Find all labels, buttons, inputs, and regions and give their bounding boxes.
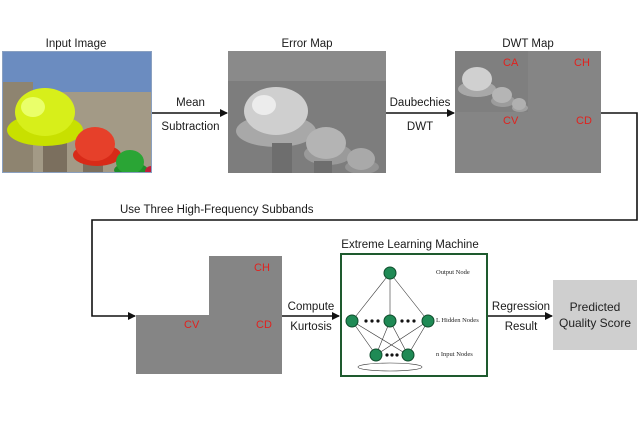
connector-high-frequency bbox=[91, 112, 638, 320]
elm-output-node-label: Output Node bbox=[436, 269, 470, 276]
predicted-quality-score-box: Predicted Quality Score bbox=[553, 280, 637, 350]
score-line-1: Predicted bbox=[569, 300, 621, 314]
hats-picture bbox=[3, 52, 151, 172]
result-label: Result bbox=[504, 321, 538, 333]
input-image-title: Input Image bbox=[45, 38, 107, 50]
kurtosis-label: Kurtosis bbox=[290, 321, 332, 333]
input-node-2 bbox=[401, 348, 415, 362]
output-node bbox=[383, 266, 397, 280]
error-map-image bbox=[228, 51, 386, 173]
regression-label: Regression bbox=[491, 301, 551, 313]
compute-label: Compute bbox=[287, 301, 335, 313]
connector-label: Use Three High-Frequency Subbands bbox=[120, 204, 314, 216]
hidden-node-3 bbox=[421, 314, 435, 328]
dwt-map: CA CH CV CD bbox=[455, 51, 601, 173]
input-node-1 bbox=[369, 348, 383, 362]
dwt-ca-subband bbox=[455, 51, 528, 112]
dwt-ca-label: CA bbox=[503, 57, 519, 69]
elm-box: Output Node L Hidden Nodes n Input Nodes bbox=[340, 253, 488, 377]
dwt-map-title: DWT Map bbox=[502, 38, 554, 50]
input-image bbox=[2, 51, 152, 173]
subtraction-label: Subtraction bbox=[161, 121, 220, 133]
dwt-cd-label: CD bbox=[576, 115, 592, 127]
subband-ch-label: CH bbox=[254, 262, 270, 274]
subband-cv-label: CV bbox=[184, 319, 200, 331]
dwt-cv-label: CV bbox=[503, 115, 519, 127]
hidden-node-2 bbox=[383, 314, 397, 328]
hidden-node-1 bbox=[345, 314, 359, 328]
error-map-title: Error Map bbox=[281, 38, 333, 50]
daubechies-label: Daubechies bbox=[389, 97, 451, 109]
subband-panel: CH CV CD bbox=[136, 256, 282, 374]
error-map-picture bbox=[228, 51, 386, 173]
dwt-ch-label: CH bbox=[574, 57, 590, 69]
elm-title: Extreme Learning Machine bbox=[341, 239, 479, 251]
subband-blank bbox=[136, 256, 209, 315]
mean-label: Mean bbox=[176, 97, 205, 109]
elm-hidden-nodes-label: L Hidden Nodes bbox=[436, 317, 479, 324]
dwt-label: DWT bbox=[406, 121, 434, 133]
score-line-2: Quality Score bbox=[558, 316, 632, 330]
elm-input-nodes-label: n Input Nodes bbox=[436, 351, 473, 358]
subband-cd-label: CD bbox=[256, 319, 272, 331]
elm-network bbox=[345, 266, 435, 372]
